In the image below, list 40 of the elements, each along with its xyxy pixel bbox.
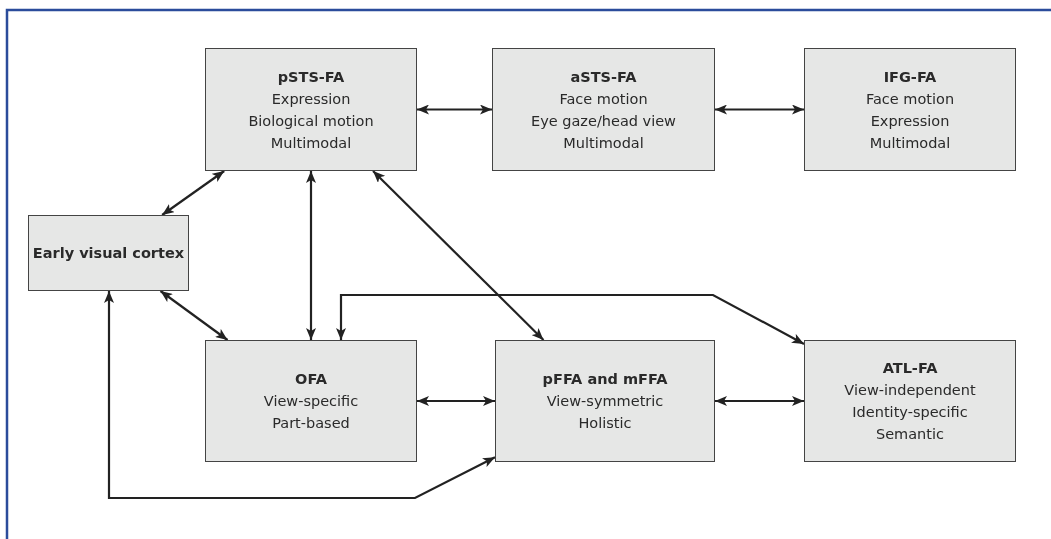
double-arrow [417,104,492,115]
property-text: Expression [271,89,351,109]
property-text: View-specific [263,392,359,411]
double-arrow [336,293,805,345]
property-text: View-independent [844,381,976,400]
region-box [804,340,1016,462]
double-arrow [161,170,225,216]
property-text: Biological motion [248,111,374,131]
property-text: View-symmetric [546,392,664,411]
property-text: Eye gaze/head view [531,111,676,131]
property-text: Expression [870,111,950,131]
double-arrow [715,396,804,406]
region-name: ATL-FA [882,359,938,378]
property-text: Part-based [272,414,350,433]
double-arrow [159,290,229,341]
region-name: OFA [295,370,327,389]
region-name: pFFA and mFFA [542,370,668,389]
double-arrow [417,396,495,406]
region-name: Early visual cortex [32,244,185,263]
property-text: Multimodal [270,133,352,153]
region-name: pSTS-FA [277,67,345,87]
region-box [804,48,1016,171]
property-text: Semantic [876,425,944,444]
region-box [205,48,417,171]
double-arrow [306,171,316,340]
double-arrow [372,170,545,341]
property-text: Identity-specific [852,403,968,422]
region-box [492,48,715,171]
double-arrow [104,291,496,500]
property-text: Holistic [578,414,632,433]
region-box [495,340,715,462]
property-text: Face motion [559,89,648,109]
property-text: Face motion [865,89,955,109]
property-text: Multimodal [869,133,951,153]
double-arrow [715,104,804,115]
region-box [28,215,189,291]
property-text: Multimodal [563,133,644,153]
region-box [205,340,417,462]
region-name: aSTS-FA [570,67,637,87]
region-name: IFG-FA [883,67,937,87]
